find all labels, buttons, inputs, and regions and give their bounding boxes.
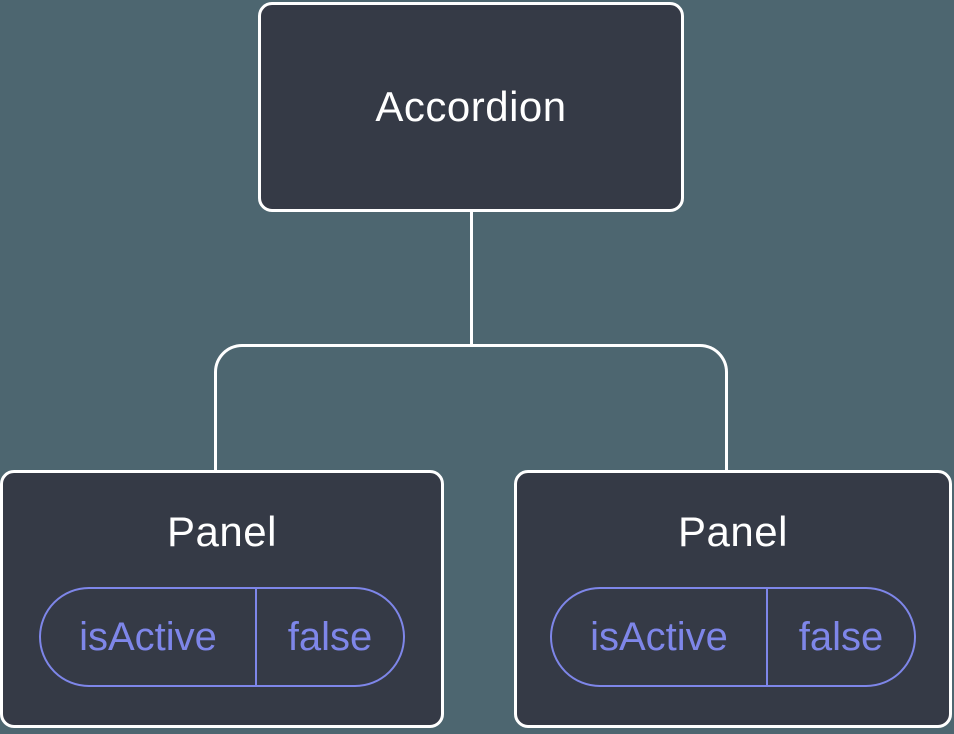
component-node-panel-left: Panel isActive false bbox=[0, 470, 444, 728]
accordion-node-label: Accordion bbox=[375, 82, 567, 130]
state-key-label: isActive bbox=[79, 615, 217, 660]
state-key-label: isActive bbox=[590, 615, 728, 660]
connector-root-to-branch bbox=[470, 212, 473, 344]
state-value-label: false bbox=[255, 589, 403, 686]
panel-left-label: Panel bbox=[167, 508, 277, 555]
panel-right-state-pill: isActive false bbox=[550, 587, 916, 688]
connector-branch-to-panels bbox=[214, 344, 728, 470]
panel-right-label: Panel bbox=[678, 508, 788, 555]
component-node-accordion: Accordion bbox=[258, 2, 684, 212]
component-node-panel-right: Panel isActive false bbox=[514, 470, 952, 728]
panel-left-state-pill: isActive false bbox=[39, 587, 405, 688]
state-value-label: false bbox=[766, 589, 914, 686]
